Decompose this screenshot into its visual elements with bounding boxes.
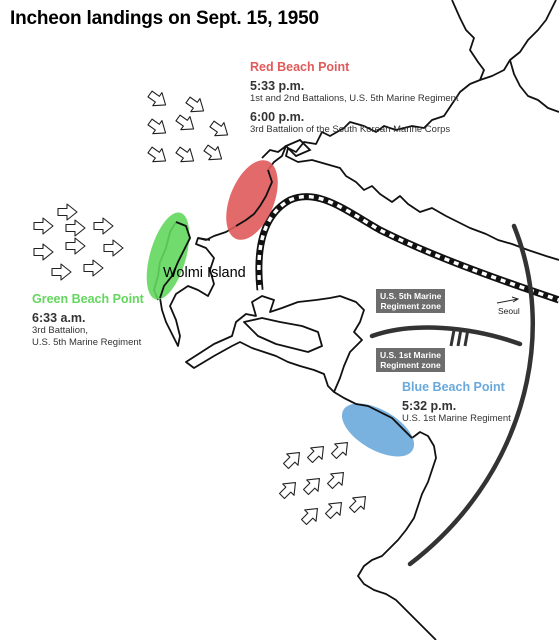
landing-arrow-icon [172,142,199,169]
landing-arrow-icon [299,472,326,499]
red-beach-marker [226,160,278,240]
landing-arrow-icon [206,116,233,143]
blue-beach-title: Blue Beach Point [402,380,505,394]
red-beach-title: Red Beach Point [250,60,350,74]
landing-arrow-icon [57,203,78,221]
red-beach-time-2: 6:00 p.m. [250,110,305,124]
coastline-inland [509,59,559,113]
landing-arrow-icon [33,243,54,261]
first-marine-zone-label: U.S. 1st Marine Regiment zone [376,348,445,372]
wolmi-island-label: Wolmi Island [163,265,246,281]
red-beach-info: Red Beach Point 5:33 p.m. 1st and 2nd Ba… [250,60,459,136]
blue-beach-unit: U.S. 1st Marine Regiment [402,413,511,424]
landing-arrow-icon [321,496,348,523]
blue-beach-coast-overlay [343,397,413,439]
green-beach-marker [146,212,190,300]
landing-arrow-icon [83,259,104,277]
first-zone-line1: U.S. 1st Marine [380,350,441,360]
landing-arrow-icon [172,110,199,137]
landing-arrow-icon [144,114,171,141]
seoul-label: Seoul [498,306,520,316]
green-beach-title: Green Beach Point [32,292,144,306]
landing-arrow-icon [303,440,330,467]
green-beach-fleet [33,203,124,281]
green-beach-unit-line1: 3rd Battalion, [32,325,88,336]
coastline-mainland-upper [479,0,557,81]
landing-arrow-icon [65,237,86,255]
green-beach-unit-line2: U.S. 5th Marine Regiment [32,337,142,348]
landing-arrow-icon [144,142,171,169]
landing-arrow-icon [51,263,72,281]
landing-arrow-icon [33,217,54,235]
landing-arrow-icon [323,466,350,493]
fifth-zone-line2: Regiment zone [380,301,441,311]
blue-beach-marker [341,403,415,457]
landing-arrow-icon [65,219,86,237]
red-beach-unit-2: 3rd Battalion of the South Korean Marine… [250,124,451,135]
red-beach-fleet [144,86,233,169]
fifth-marine-zone-label: U.S. 5th Marine Regiment zone [376,289,446,313]
red-beach-time-1: 5:33 p.m. [250,79,305,93]
blue-beach-info: Blue Beach Point 5:32 p.m. U.S. 1st Mari… [402,380,511,425]
landing-arrow-icon [297,502,324,529]
fifth-zone-line1: U.S. 5th Marine [380,291,442,301]
landing-arrow-icon [144,86,171,113]
landing-arrow-icon [200,140,227,167]
pier-rect [284,138,312,158]
blue-beach-fleet [275,436,372,529]
red-beach-unit-1: 1st and 2nd Battalions, U.S. 5th Marine … [250,93,459,104]
landing-arrow-icon [275,476,302,503]
map-title: Incheon landings on Sept. 15, 1950 [10,8,319,29]
coastline-mainland [285,0,559,261]
landing-arrow-icon [182,92,209,119]
green-beach-info: Green Beach Point 6:33 a.m. 3rd Battalio… [32,292,144,349]
green-beach-time: 6:33 a.m. [32,311,86,325]
seoul-direction-arrow-icon [496,296,520,304]
harbor-docks [185,295,365,393]
blue-beach-time: 5:32 p.m. [402,399,457,413]
regiment-outer-arc [407,223,535,567]
first-zone-line2: Regiment zone [380,360,441,370]
landing-arrow-icon [345,490,372,517]
red-beach-coast-overlay [235,169,273,227]
landing-arrow-icon [103,239,124,257]
green-beach-coast-overlay [159,221,191,299]
regiment-boundary-line [369,325,523,347]
landing-arrow-icon [327,436,354,463]
regiment-boundary-ticks [449,328,470,347]
harbor-basin [243,317,323,353]
landing-arrow-icon [93,217,114,235]
landing-arrow-icon [279,446,306,473]
railway-ties [257,194,559,302]
